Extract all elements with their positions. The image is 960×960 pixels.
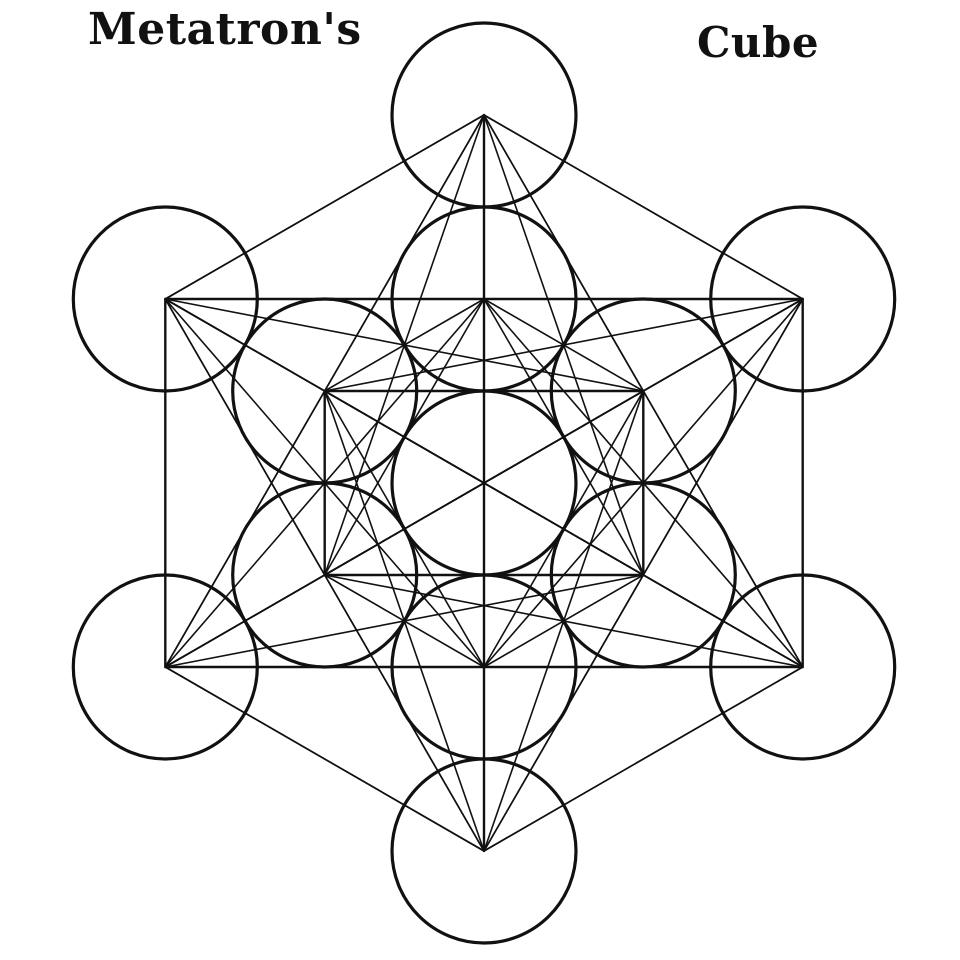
outer-hexagon-edge [164,666,485,852]
outer-hexagon-edge [483,666,804,852]
outer-hexagon-edge [483,114,804,300]
circle-outer-upper-left [71,205,259,393]
outer-hexagon-edge [164,114,485,300]
title-word-metatrons: Metatron's [88,4,362,55]
circle-outer-bottom [390,757,578,945]
circles [71,21,897,945]
circle-inner-upper-left [231,297,419,485]
circle-outer-lower-right [709,573,897,761]
outline-lines [164,113,804,853]
circle-outer-upper-right [709,205,897,393]
circle-outer-top [390,21,578,209]
title-word-cube: Cube [697,18,820,67]
circle-outer-lower-left [71,573,259,761]
circle-inner-lower-right [549,481,737,669]
